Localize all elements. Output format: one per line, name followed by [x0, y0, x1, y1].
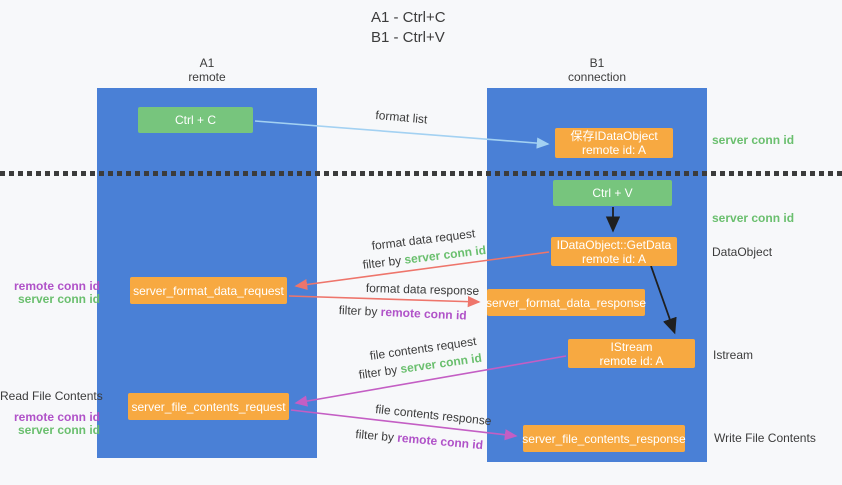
- diagram-title-line1: A1 - Ctrl+C: [371, 9, 446, 26]
- lifeline-a1-header: A1 remote: [97, 56, 317, 84]
- lifeline-a1-name: A1: [199, 56, 215, 70]
- node-save-idataobject-line2: remote id: A: [581, 143, 647, 157]
- node-idataobject-getdata-line2: remote id: A: [581, 251, 647, 266]
- arrow-getdata-to-istream: [650, 265, 677, 335]
- diagram-title-line2: B1 - Ctrl+V: [371, 29, 445, 46]
- node-server-file-contents-response: server_file_contents_response: [522, 425, 686, 452]
- side-label-dataobject: DataObject: [712, 245, 773, 259]
- arrow-file-contents-response: [290, 409, 518, 441]
- label-filter-prefix: filter by: [338, 303, 382, 319]
- node-ctrl-c-label: Ctrl + C: [174, 113, 216, 127]
- node-server-file-contents-response-label: server_file_contents_response: [522, 431, 686, 446]
- side-label-server-conn-id-left-bottom: server conn id: [17, 423, 100, 437]
- node-server-file-contents-request: server_file_contents_request: [128, 393, 289, 420]
- side-label-remote-conn-id-top: remote conn id: [13, 279, 100, 293]
- lifeline-b1-name: B1: [589, 56, 605, 70]
- node-save-idataobject-line1: 保存IDataObject: [570, 129, 658, 143]
- arrow-format-data-response: [288, 295, 481, 308]
- node-istream-line2: remote id: A: [599, 353, 664, 368]
- node-idataobject-getdata-line1: IDataObject::GetData: [556, 237, 672, 252]
- side-label-server-conn-id-left-top: server conn id: [17, 292, 100, 306]
- arrow-format-list: [254, 120, 550, 149]
- phase-separator-dotted-line: [0, 171, 842, 176]
- node-istream: IStream remote id: A: [568, 339, 695, 368]
- side-label-read-file-contents: Read File Contents: [0, 389, 103, 403]
- side-label-remote-conn-id-bottom: remote conn id: [13, 410, 100, 424]
- node-save-idataobject: 保存IDataObject remote id: A: [555, 128, 673, 158]
- diagram-title: A1 - Ctrl+C B1 - Ctrl+V: [371, 8, 446, 48]
- lifeline-b1-role: connection: [567, 70, 627, 84]
- lifeline-a1-role: remote: [188, 70, 226, 84]
- node-ctrl-v: Ctrl + V: [553, 180, 672, 206]
- node-ctrl-c: Ctrl + C: [138, 107, 253, 133]
- node-idataobject-getdata: IDataObject::GetData remote id: A: [551, 237, 677, 266]
- side-label-istream: Istream: [713, 348, 754, 362]
- node-ctrl-v-label: Ctrl + V: [592, 186, 633, 200]
- side-label-server-conn-id-mid: server conn id: [712, 211, 795, 225]
- node-server-format-data-request-label: server_format_data_request: [133, 283, 284, 298]
- node-server-file-contents-request-label: server_file_contents_request: [131, 399, 286, 414]
- node-istream-line1: IStream: [610, 339, 653, 354]
- arrow-format-data-request: [294, 251, 550, 291]
- arrow-file-contents-request: [294, 355, 567, 407]
- node-server-format-data-response: server_format_data_response: [485, 289, 647, 316]
- lifeline-b1-header: B1 connection: [487, 56, 707, 84]
- node-server-format-data-request: server_format_data_request: [130, 277, 287, 304]
- side-label-write-file-contents: Write File Contents: [714, 431, 816, 445]
- node-server-format-data-response-label: server_format_data_response: [485, 295, 647, 310]
- side-label-server-conn-id-top: server conn id: [712, 133, 795, 147]
